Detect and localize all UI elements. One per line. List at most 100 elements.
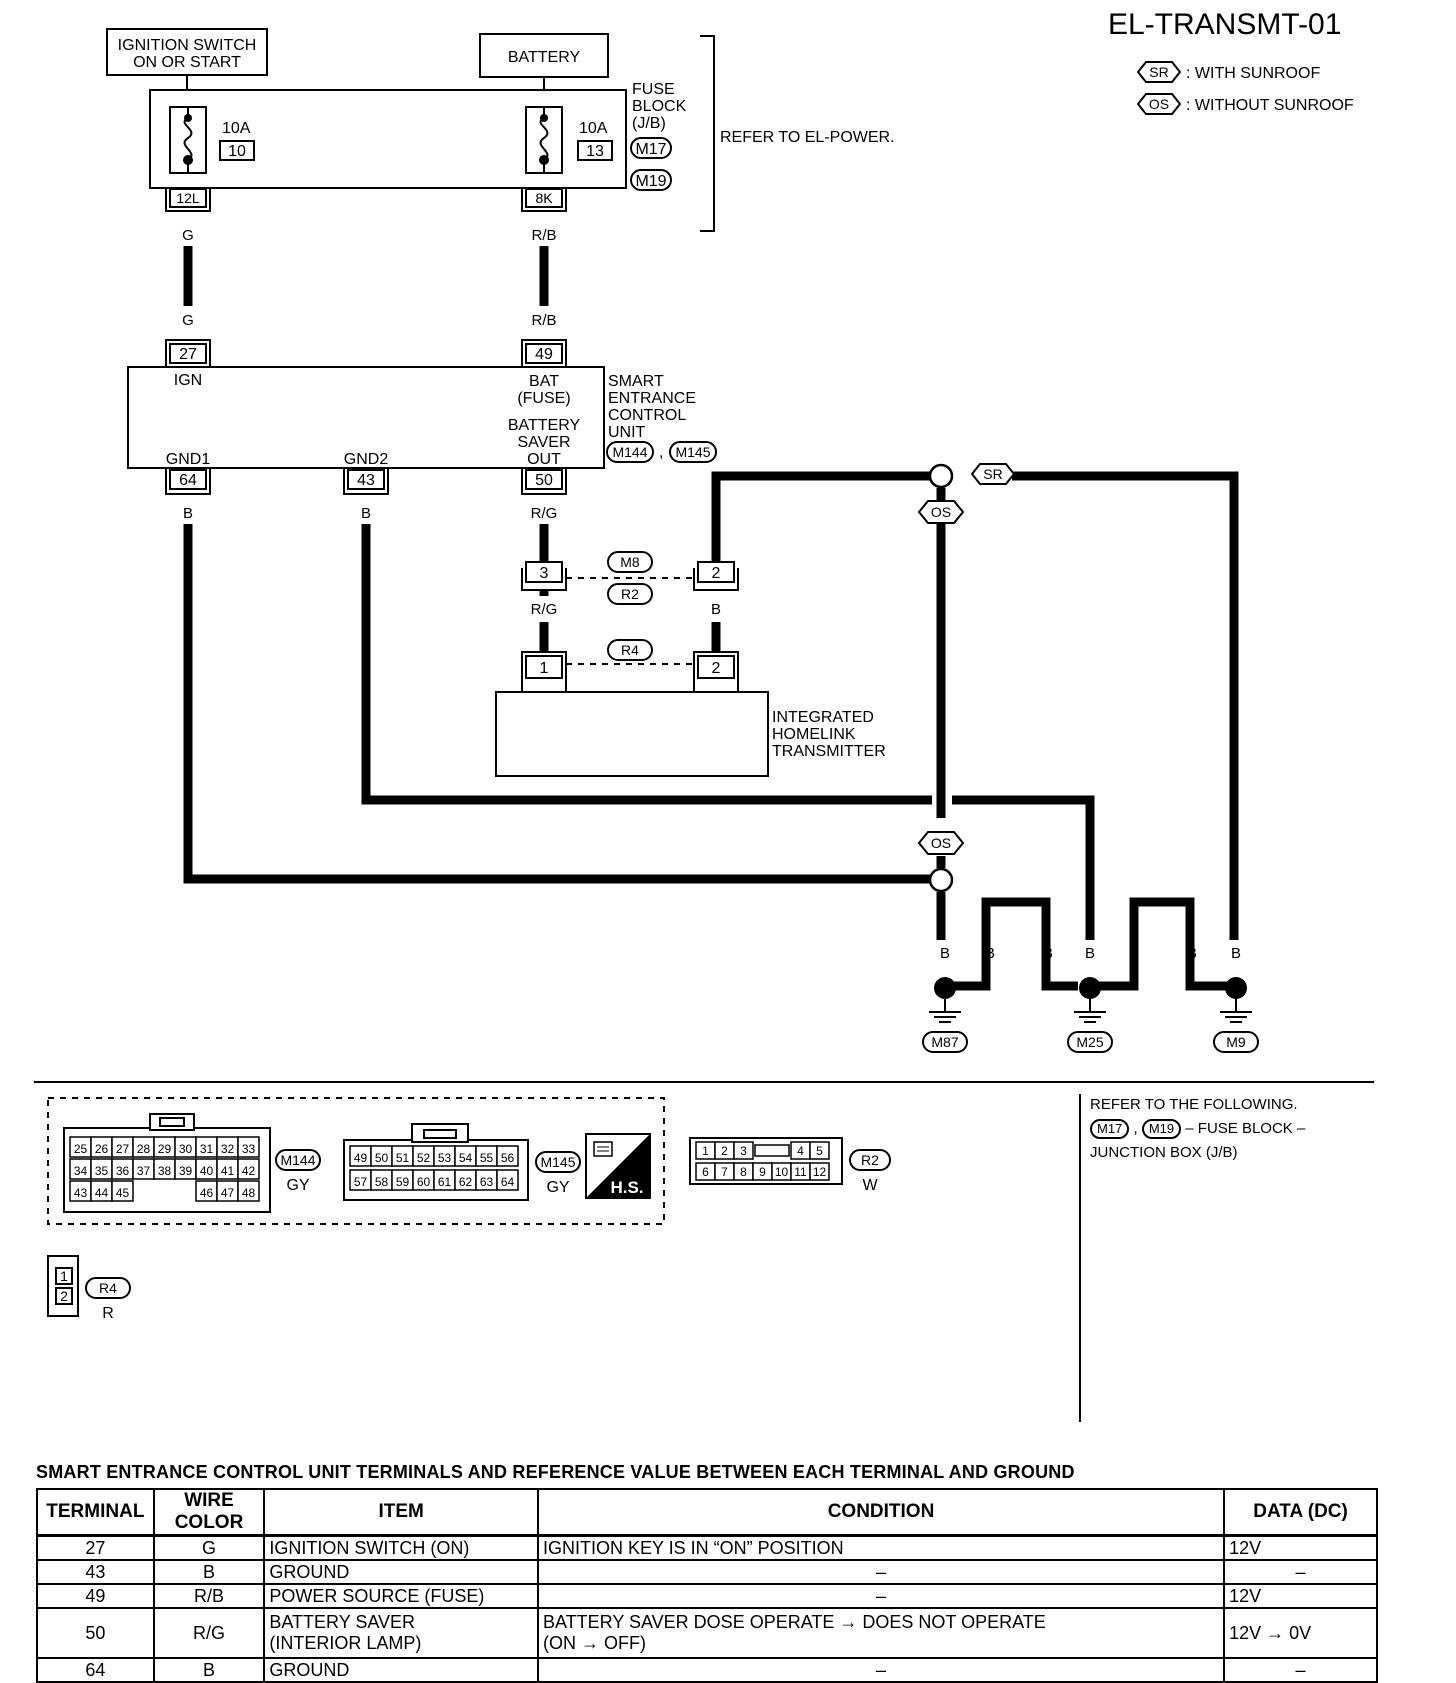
svg-text:(J/B): (J/B) [632, 115, 666, 132]
table-title: SMART ENTRANCE CONTROL UNIT TERMINALS AN… [36, 1462, 1075, 1482]
connector-pin-label: 38 [158, 1164, 172, 1178]
svg-text:ENTRANCE: ENTRANCE [608, 390, 696, 407]
refer-note: REFER TO THE FOLLOWING. M17 , M19 – FUSE… [1090, 1093, 1350, 1165]
refer-note-line3: JUNCTION BOX (J/B) [1090, 1144, 1238, 1161]
connector-pin-label: 27 [116, 1142, 130, 1156]
svg-text:49: 49 [535, 346, 553, 363]
svg-text:M19: M19 [635, 173, 666, 190]
svg-text:GY: GY [546, 1179, 569, 1196]
page-code: EL-TRANSMT-01 [1108, 8, 1341, 41]
svg-text:1: 1 [60, 1268, 68, 1284]
fuse-terminal-8k: 8K [521, 188, 567, 212]
svg-text:B: B [1085, 945, 1095, 962]
svg-text:B: B [940, 945, 950, 962]
connector-pin-label: 2 [721, 1144, 728, 1158]
fuse-block-label: FUSE BLOCK (J/B) M17 M19 [630, 81, 687, 191]
legend-os: OS : WITHOUT SUNROOF [1136, 93, 1354, 115]
header-condition: CONDITION [536, 1488, 1226, 1537]
connector-pin-label: 6 [702, 1165, 709, 1179]
connector-r4: 1 2 R4 R [47, 1255, 131, 1322]
svg-text:CONTROL: CONTROL [608, 407, 686, 424]
connector-pin [809, 1162, 830, 1181]
connector-pin-label: 60 [417, 1175, 431, 1189]
splice-top [928, 463, 954, 489]
connector-pin [496, 1145, 519, 1167]
table-header-row: TERMINAL WIRE COLOR ITEM CONDITION DATA … [36, 1488, 1378, 1537]
svg-text:IGN: IGN [174, 372, 202, 389]
svg-text:R: R [102, 1305, 114, 1322]
connector-pin-label: 51 [396, 1151, 410, 1165]
svg-text:IGNITION SWITCH: IGNITION SWITCH [118, 37, 257, 54]
svg-text:B: B [183, 505, 193, 522]
ground-symbol-m9: M9 [1213, 977, 1259, 1053]
connector-pin-label: 26 [95, 1142, 109, 1156]
ignition-switch-box: IGNITION SWITCH ON OR START [106, 28, 268, 76]
svg-text:M25: M25 [1076, 1034, 1103, 1050]
svg-text:M17: M17 [635, 141, 666, 158]
connector-pin-label: 49 [354, 1151, 368, 1165]
connector-pin-label: 33 [242, 1142, 256, 1156]
ground-wire-labels: B B B B B B B [940, 945, 1241, 962]
svg-text:B: B [711, 601, 721, 618]
connector-pin [237, 1180, 260, 1202]
svg-text:BAT: BAT [529, 373, 559, 390]
table-row: 50 R/G BATTERY SAVER (INTERIOR LAMP) BAT… [36, 1607, 1378, 1659]
svg-text:2: 2 [712, 565, 721, 582]
table-row: 64 B GROUND – – [36, 1657, 1378, 1683]
svg-text:BATTERY: BATTERY [508, 417, 581, 434]
refer-el-power: REFER TO EL-POWER. [720, 129, 895, 146]
svg-text:BATTERY: BATTERY [508, 49, 581, 66]
svg-text:R/B: R/B [531, 312, 556, 329]
svg-text:GND2: GND2 [344, 451, 389, 468]
connector-pin-label: 12 [813, 1165, 827, 1179]
refer-note-line2: M17 , M19 – FUSE BLOCK – [1090, 1117, 1350, 1141]
connector-pin-label: 31 [200, 1142, 214, 1156]
wire-gnd2 [361, 524, 932, 805]
svg-text:GY: GY [286, 1177, 309, 1194]
splice-label-os-top: OS [917, 500, 965, 524]
table-row: 27 G IGNITION SWITCH (ON) IGNITION KEY I… [36, 1534, 1378, 1561]
ground-symbol-m87: M87 [922, 977, 968, 1053]
connector-pin-label: 4 [797, 1144, 804, 1158]
svg-text:2: 2 [60, 1288, 68, 1304]
connector-pin [733, 1141, 754, 1160]
ground-symbol-m25: M25 [1067, 977, 1113, 1053]
control-unit-label: SMART ENTRANCE CONTROL UNIT M144 , M145 [606, 373, 717, 463]
svg-text:ON OR START: ON OR START [133, 54, 241, 71]
connector-pin-label: 56 [501, 1151, 515, 1165]
table-row: 43 B GROUND – – [36, 1559, 1378, 1585]
connector-pin-label: 28 [137, 1142, 151, 1156]
terminal-reference-table: TERMINAL WIRE COLOR ITEM CONDITION DATA … [36, 1488, 1378, 1683]
connector-pin-label: 3 [740, 1144, 747, 1158]
item-line1: BATTERY SAVER [269, 1612, 416, 1632]
connector-pin [111, 1180, 134, 1202]
refer-note-tail: – FUSE BLOCK – [1185, 1120, 1306, 1137]
svg-text:13: 13 [586, 143, 604, 160]
connector-pin-label: 50 [375, 1151, 389, 1165]
svg-text:R2: R2 [861, 1152, 879, 1168]
header-item: ITEM [263, 1488, 539, 1537]
svg-text:10: 10 [228, 143, 246, 160]
connector-pin-label: 40 [200, 1164, 214, 1178]
header-terminal: TERMINAL [36, 1488, 155, 1537]
svg-text:TRANSMITTER: TRANSMITTER [772, 743, 886, 760]
connector-pin-label: 42 [242, 1164, 256, 1178]
connector-pin-label: 45 [116, 1186, 130, 1200]
joint-connector-m8-r2: 3 2 M8 R2 [521, 551, 739, 605]
connector-pin-label: 61 [438, 1175, 452, 1189]
svg-text:43: 43 [357, 472, 375, 489]
condition-line2: (ON → OFF) [542, 1633, 646, 1653]
svg-text:2: 2 [712, 660, 721, 677]
connector-pin-label: 57 [354, 1175, 368, 1189]
svg-text:M145: M145 [540, 1154, 575, 1170]
connector-pin-label: 10 [775, 1165, 789, 1179]
connector-pin-label: 25 [74, 1142, 88, 1156]
svg-text:R/G: R/G [531, 505, 558, 522]
splice-label-sr: SR [970, 463, 1016, 485]
svg-text:OS: OS [931, 835, 951, 851]
connector-pin [809, 1141, 830, 1160]
